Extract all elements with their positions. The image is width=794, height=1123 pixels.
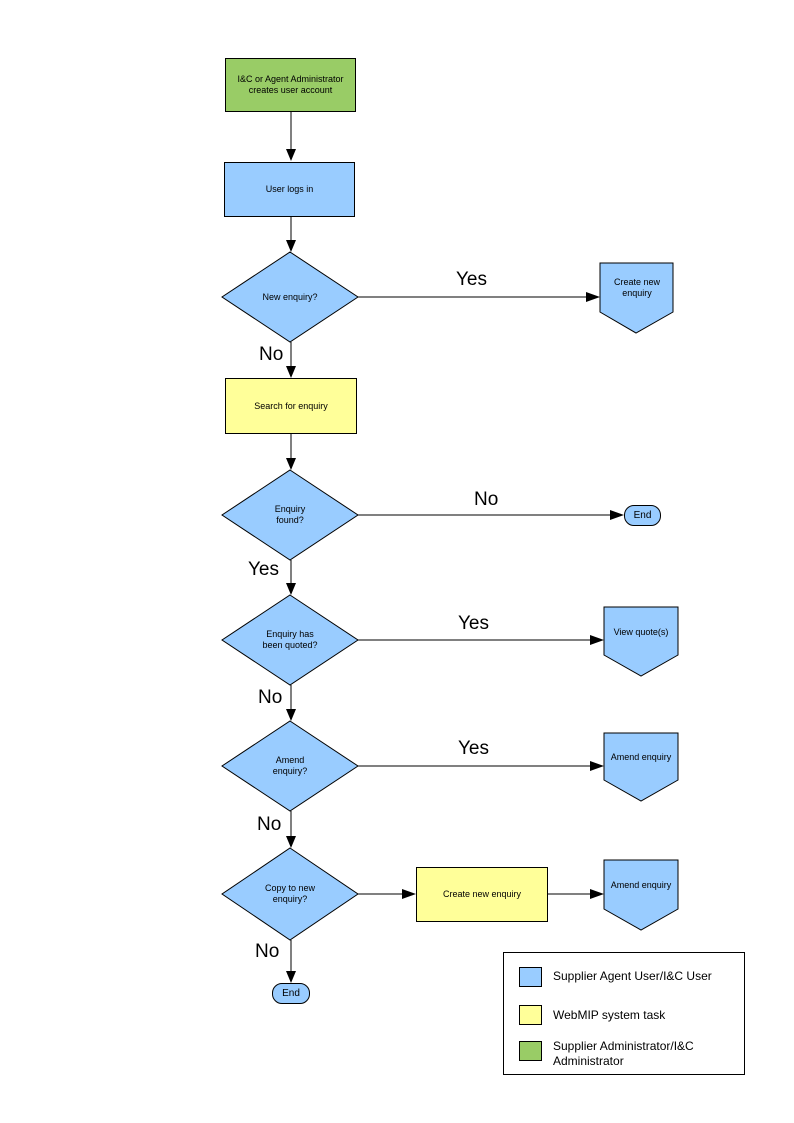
decision-enquiry-quoted <box>221 594 359 686</box>
decision-amend-enquiry <box>221 720 359 812</box>
edge-label-no-copy: No <box>255 941 280 962</box>
task-search-for-enquiry: Search for enquiry <box>225 378 357 434</box>
decision-enquiry-found <box>221 469 359 561</box>
edge-label-yes-new-enquiry: Yes <box>456 269 487 290</box>
process-user-logs-in: User logs in <box>224 162 355 217</box>
edge-label-yes-amend: Yes <box>458 738 489 759</box>
decision-new-enquiry <box>221 251 359 343</box>
legend-label-supplier-agent-user: Supplier Agent User/I&C User <box>553 969 712 983</box>
edge-label-no-amend: No <box>257 814 282 835</box>
process-user-logs-in-label: User logs in <box>265 184 314 194</box>
legend: Supplier Agent User/I&C User WebMIP syst… <box>503 952 745 1075</box>
connector-create-new-enquiry <box>599 262 674 334</box>
edge-label-yes-quoted: Yes <box>458 613 489 634</box>
edge-label-no-quoted: No <box>258 687 283 708</box>
connector-amend-enquiry-2 <box>603 859 679 931</box>
edge-label-no-enquiry-found: No <box>474 489 499 510</box>
legend-swatch-webmip-task <box>519 1005 542 1025</box>
task-search-for-enquiry-label: Search for enquiry <box>254 400 328 411</box>
terminator-end-top-label: End <box>633 510 652 521</box>
decision-copy-to-new <box>221 847 359 941</box>
edge-label-no-new-enquiry: No <box>259 344 284 365</box>
edge-label-yes-enquiry-found: Yes <box>248 559 279 580</box>
legend-label-supplier-admin: Supplier Administrator/I&C Administrator <box>553 1039 694 1068</box>
terminator-end-bottom-label: End <box>282 988 300 999</box>
task-create-new-enquiry-label: Create new enquiry <box>442 889 522 899</box>
connector-view-quotes <box>603 606 679 677</box>
arrowheads <box>286 149 624 983</box>
process-admin-creates-account-label: I&C or Agent Administrator creates user … <box>237 74 344 95</box>
legend-label-webmip-task: WebMIP system task <box>553 1008 666 1022</box>
terminator-end-bottom: End <box>272 983 310 1004</box>
process-admin-creates-account: I&C or Agent Administrator creates user … <box>225 58 356 112</box>
legend-swatch-supplier-agent-user <box>519 967 542 987</box>
terminator-end-top: End <box>624 505 661 526</box>
connector-amend-enquiry-1 <box>603 732 679 802</box>
legend-swatch-supplier-admin <box>519 1041 542 1061</box>
task-create-new-enquiry: Create new enquiry <box>416 867 548 922</box>
